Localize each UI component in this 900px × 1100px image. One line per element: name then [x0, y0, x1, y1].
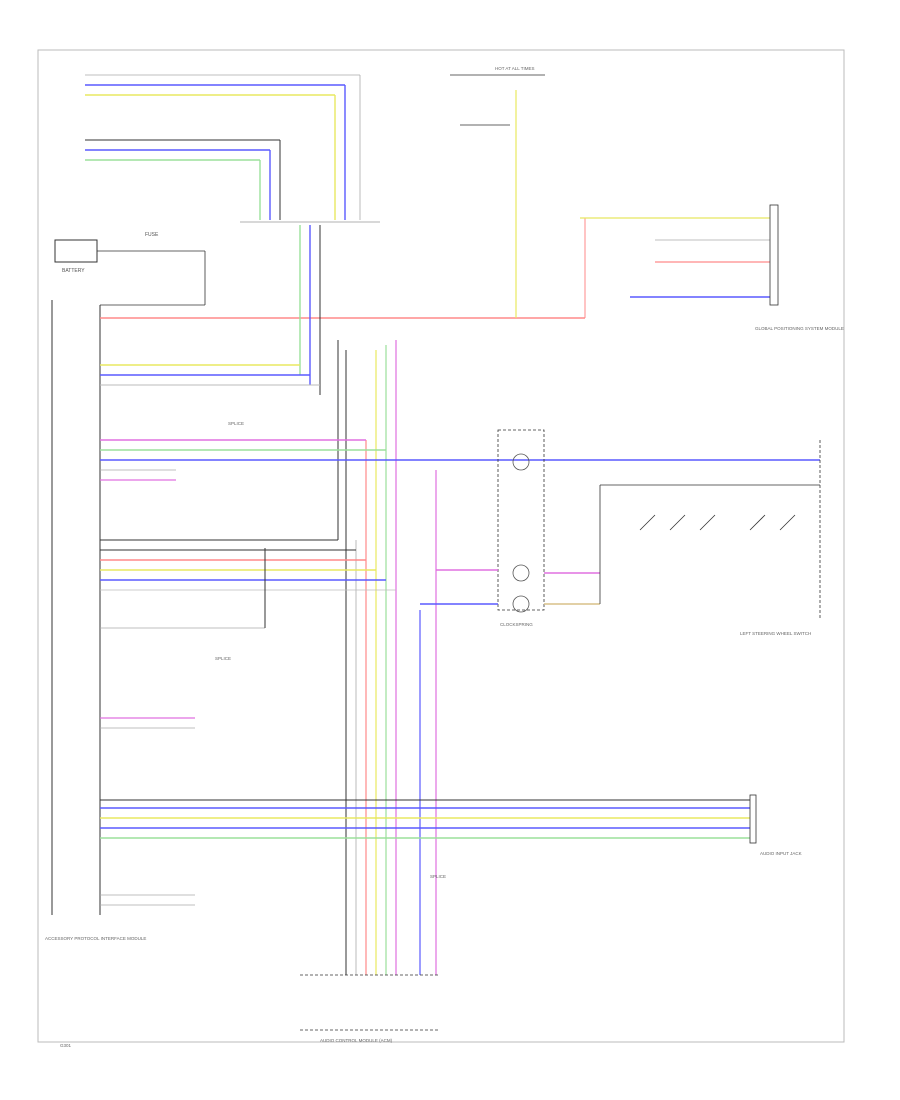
- vertical-bundle: [337, 340, 437, 975]
- gps-connector: [580, 204, 779, 306]
- top-left-connector: [85, 74, 361, 220]
- top-left-connector-2: [85, 139, 281, 220]
- splice-label-2: SPLICE: [215, 656, 231, 661]
- clockspring: [497, 429, 545, 613]
- splice-label-1: SPLICE: [228, 421, 244, 426]
- diagram-frame: [37, 49, 845, 1043]
- fuse-label: FUSE: [145, 232, 159, 238]
- splice-label-3: SPLICE: [430, 874, 446, 879]
- accessory-module-label: ACCESSORY PROTOCOL INTERFACE MODULE: [45, 936, 146, 941]
- gps-label: GLOBAL POSITIONING SYSTEM MODULE: [755, 326, 844, 331]
- audio-input-label: AUDIO INPUT JACK: [760, 851, 802, 856]
- battery: [54, 239, 206, 305]
- audio-input-bundle: [100, 794, 757, 844]
- hot-label: HOT AT ALL TIMES: [495, 66, 535, 71]
- steering-switch-label: LEFT STEERING WHEEL SWITCH: [740, 631, 811, 636]
- accessory-module: [51, 300, 205, 915]
- acm-label: AUDIO CONTROL MODULE (ACM): [320, 1038, 393, 1043]
- audio-control-module: [300, 974, 440, 1031]
- battery-label: BATTERY: [62, 268, 85, 274]
- steering-switch: [599, 440, 821, 620]
- ground-label: G301: [60, 1043, 72, 1048]
- clockspring-label: CLOCKSPRING: [500, 622, 533, 627]
- hot-fuse: [450, 74, 545, 318]
